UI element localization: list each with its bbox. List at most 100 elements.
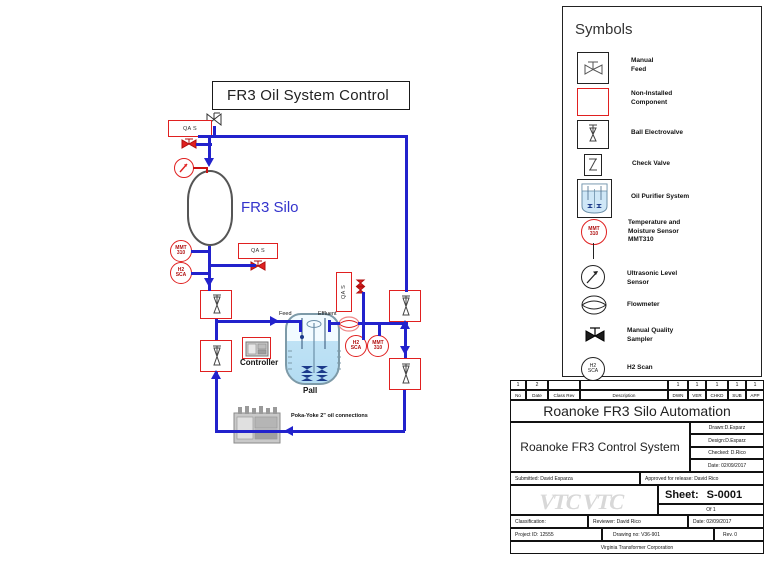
- arrow-silo-inlet: [204, 158, 214, 167]
- ball-electrovalve-left-lower[interactable]: [200, 340, 232, 372]
- legend-item-ball-electrovalve: Ball Electrovalve: [577, 120, 683, 149]
- pall-label: Pall: [303, 386, 318, 395]
- sheet-of: Of 1: [658, 504, 764, 515]
- mmt-icon-line1: MMT: [588, 225, 600, 232]
- pipe-effluent-up: [328, 320, 331, 332]
- drawing-title-box: FR3 Oil System Control: [212, 81, 410, 110]
- reviewer: Reviewer: David Rico: [588, 515, 688, 528]
- classification: Classification:: [510, 515, 588, 528]
- rev-head-no: No: [510, 390, 526, 400]
- pid-diagram: FR3 Oil System Control QA S: [168, 81, 421, 448]
- flowmeter-icon[interactable]: [338, 316, 360, 332]
- ball-electrovalve-icon: [577, 120, 609, 149]
- legend-item-non-installed: Non-Installed Component: [577, 88, 672, 116]
- qa-sampler-tag-right[interactable]: QA S: [336, 272, 352, 312]
- mmt310-sensor-right-line1: MMT: [372, 339, 384, 346]
- qa-sampler-tag-mid-text: QA S: [250, 248, 266, 254]
- mmt310-sensor-left-line1: MMT: [175, 244, 187, 251]
- pipe-qa-top-branch: [196, 143, 212, 146]
- legend-label-non-installed: Non-Installed Component: [631, 90, 673, 106]
- transformer-unit-image: [230, 403, 285, 448]
- qa-sampler-tag-mid[interactable]: QA S: [238, 243, 278, 259]
- poka-yoke-note: Poka-Yoke 2" oil connections: [291, 413, 368, 419]
- pipe-mmt-right-link: [362, 322, 380, 325]
- ultrasonic-level-sensor-icon: [581, 265, 605, 289]
- rev-num-4: 1: [668, 380, 688, 390]
- legend-item-flowmeter: Flowmeter: [581, 295, 660, 315]
- ultrasonic-level-sensor[interactable]: [174, 158, 194, 178]
- mmt310-sensor-right[interactable]: MMT 310: [367, 335, 389, 357]
- checked-by: Checked: D.Rico: [690, 447, 764, 459]
- qa-sampler-tag-top[interactable]: QA S: [168, 120, 212, 137]
- rev-num-8: 1: [746, 380, 764, 390]
- legend-label-oil-purifier: Oil Purifier System: [631, 193, 690, 200]
- legend-item-check-valve: Check Valve: [584, 154, 670, 176]
- controller-box[interactable]: [242, 337, 271, 359]
- h2-icon-line1: H2: [589, 362, 597, 369]
- rev-num-7: 1: [728, 380, 746, 390]
- qa-sampler-tag-top-text: QA S: [182, 125, 198, 132]
- effluent-label: Effluent: [318, 311, 337, 317]
- h2-scan-sensor-right-line2: SCA: [350, 345, 362, 351]
- mmt310-sensor-left-line2: 310: [176, 250, 186, 256]
- h2-scan-sensor-right-line1: H2: [352, 339, 360, 346]
- pipe-top-header: [198, 135, 408, 138]
- rev-head-description: Description: [580, 390, 668, 400]
- legend-label-ultrasonic-sensor: Ultrasonic Level Sensor: [627, 270, 678, 286]
- rev-num-2: [548, 380, 580, 390]
- pipe-right-sensor-bus: [362, 292, 365, 340]
- company-name: Virginia Transformer Corporation: [510, 541, 764, 554]
- pipe-left-return-up: [215, 372, 218, 432]
- rev-head-sub: SUB: [728, 390, 746, 400]
- arrow-feed-to-pall: [270, 316, 279, 326]
- pipe-top-valve-stub: [213, 126, 216, 135]
- arrow-right-valve-down: [400, 346, 410, 355]
- rev-head-app: APP: [746, 390, 764, 400]
- pipe-left-sensor-bus: [208, 246, 211, 276]
- h2-scan-sensor-right[interactable]: H2 SCA: [345, 335, 367, 357]
- legend-item-oil-purifier: Oil Purifier System: [577, 179, 689, 218]
- legend-item-ultrasonic-sensor: Ultrasonic Level Sensor: [581, 265, 678, 289]
- non-installed-component-icon: [577, 88, 609, 116]
- ball-electrovalve-right-upper[interactable]: [389, 290, 421, 322]
- symbols-legend-heading: Symbols: [575, 21, 633, 38]
- pipe-right-main: [405, 135, 408, 292]
- rev-num-6: 1: [706, 380, 728, 390]
- ball-electrovalve-right-lower[interactable]: [389, 358, 421, 390]
- controller-label: Controller: [240, 358, 279, 367]
- pipe-right-valve-mid: [404, 322, 407, 358]
- ball-electrovalve-left-upper[interactable]: [200, 290, 232, 319]
- pipe-effluent-to-flowmeter: [328, 322, 340, 325]
- legend-label-flowmeter: Flowmeter: [627, 301, 660, 308]
- pipe-h2-left-link: [191, 272, 209, 275]
- rev-num-0: 1: [510, 380, 526, 390]
- pipe-right-down-to-bottom: [403, 390, 406, 431]
- h2-scan-sensor-left-line2: SCA: [175, 272, 187, 278]
- date-right: Date: 02/09/2017: [690, 459, 764, 472]
- legend-label-check-valve: Check Valve: [632, 160, 670, 167]
- h2-scan-icon: H2 SCA: [581, 357, 605, 381]
- approved-for-release: Approved for release: David Rico: [640, 472, 764, 485]
- mmt310-sensor-left[interactable]: MMT 310: [170, 240, 192, 262]
- legend-label-manual-feed: Manual Feed: [631, 57, 654, 73]
- h2-icon-line2: SCA: [587, 368, 599, 374]
- manual-quality-sampler-icon: [583, 325, 607, 345]
- design-by: Design:D.Esparz: [690, 434, 764, 447]
- pipe-bottom-return: [215, 430, 405, 433]
- mmt310-sensor-right-line2: 310: [373, 345, 383, 351]
- h2-scan-sensor-left[interactable]: H2 SCA: [170, 262, 192, 284]
- pipe-silo-inlet: [208, 135, 211, 160]
- rev-head-class-rev: Class Rev: [548, 390, 580, 400]
- rev-head-dwn: DWN: [668, 390, 688, 400]
- company-logo: VTC VTC: [510, 485, 658, 515]
- pipe-right-qa-stub: [362, 292, 365, 312]
- symbols-legend-panel: Symbols Manual Feed Non-Installed Compon…: [562, 6, 762, 381]
- company-logo-watermark: VTC VTC: [536, 489, 626, 514]
- pall-oil-purifier-vessel: [285, 313, 341, 385]
- feed-label: Feed: [279, 311, 292, 317]
- drawing-title-text: FR3 Oil System Control: [227, 87, 389, 104]
- sheet-number: S-0001: [706, 488, 743, 501]
- rev-head-ver: VER: [688, 390, 706, 400]
- manual-quality-sampler-right-icon[interactable]: [353, 278, 367, 294]
